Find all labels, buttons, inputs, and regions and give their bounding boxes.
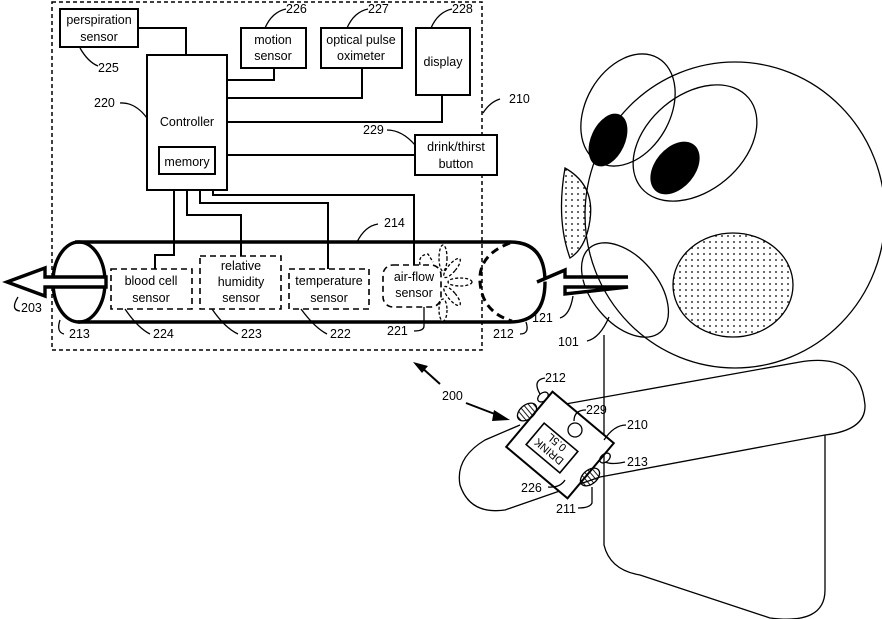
ref-225: 225	[98, 61, 119, 75]
exhaust-arrow-icon	[7, 268, 106, 296]
relative-humidity-sensor-block: relative humidity sensor	[200, 256, 281, 309]
ref-221: 221	[387, 324, 408, 338]
ref-121: 121	[532, 311, 553, 325]
device-ref-213: 213	[627, 455, 648, 469]
motion-sensor-block: motion sensor	[241, 28, 306, 68]
blood-cell-label-2: sensor	[132, 291, 170, 305]
ref-101: 101	[558, 335, 579, 349]
blood-cell-sensor-block: blood cell sensor	[111, 269, 192, 309]
device-ref-226: 226	[521, 481, 542, 495]
humidity-label-3: sensor	[222, 291, 260, 305]
motion-sensor-label-2: sensor	[254, 49, 292, 63]
oximeter-label-1: optical pulse	[326, 33, 396, 47]
ref-226: 226	[286, 2, 307, 16]
arm	[560, 360, 865, 477]
drink-button-label-2: button	[439, 157, 474, 171]
ref-212: 212	[493, 327, 514, 341]
memory-label: memory	[164, 155, 210, 169]
ref-222: 222	[330, 327, 351, 341]
ref-203: 203	[21, 301, 42, 315]
pupil-left	[581, 107, 635, 172]
pupil-right	[640, 132, 709, 204]
blood-cell-label-1: blood cell	[125, 274, 178, 288]
cheek-left	[561, 168, 590, 258]
perspiration-sensor-label-2: sensor	[80, 30, 118, 44]
humidity-label-2: humidity	[218, 275, 265, 289]
ref-224: 224	[153, 327, 174, 341]
ref-214: 214	[384, 216, 405, 230]
device-ref-210: 210	[627, 418, 648, 432]
perspiration-sensor-block: perspiration sensor	[60, 9, 138, 47]
device-ref-212: 212	[545, 371, 566, 385]
device-ref-211: 211	[556, 502, 576, 516]
display-block: display	[416, 28, 470, 95]
air-flow-label-1: air-flow	[394, 270, 435, 284]
ref-228: 228	[452, 2, 473, 16]
controller-label: Controller	[160, 115, 214, 129]
tube-end-212-dashed	[480, 243, 512, 321]
temperature-sensor-block: temperature sensor	[289, 269, 369, 309]
controller-block: Controller memory	[147, 55, 227, 190]
humidity-label-1: relative	[221, 259, 261, 273]
ref-220: 220	[94, 96, 115, 110]
temperature-label-2: sensor	[310, 291, 348, 305]
ref-210: 210	[509, 92, 530, 106]
eye-right-outline	[611, 61, 780, 225]
air-flow-label-2: sensor	[395, 286, 433, 300]
device-ref-229: 229	[586, 403, 607, 417]
display-label: display	[424, 55, 464, 69]
air-flow-sensor-block: air-flow sensor	[383, 245, 472, 321]
ref-200: 200	[442, 389, 463, 403]
temperature-label-1: temperature	[295, 274, 362, 288]
ref-223: 223	[241, 327, 262, 341]
user-figure	[459, 37, 882, 619]
motion-sensor-label-1: motion	[254, 33, 292, 47]
perspiration-sensor-label-1: perspiration	[66, 13, 131, 27]
optical-pulse-oximeter-block: optical pulse oximeter	[321, 28, 402, 68]
ref-227: 227	[368, 2, 389, 16]
drink-button-label-1: drink/thirst	[427, 140, 485, 154]
oximeter-label-2: oximeter	[337, 49, 385, 63]
drink-thirst-button-block: drink/thirst button	[415, 135, 497, 175]
ref-229: 229	[363, 123, 384, 137]
ref-213: 213	[69, 327, 90, 341]
cheek-right	[673, 233, 793, 337]
